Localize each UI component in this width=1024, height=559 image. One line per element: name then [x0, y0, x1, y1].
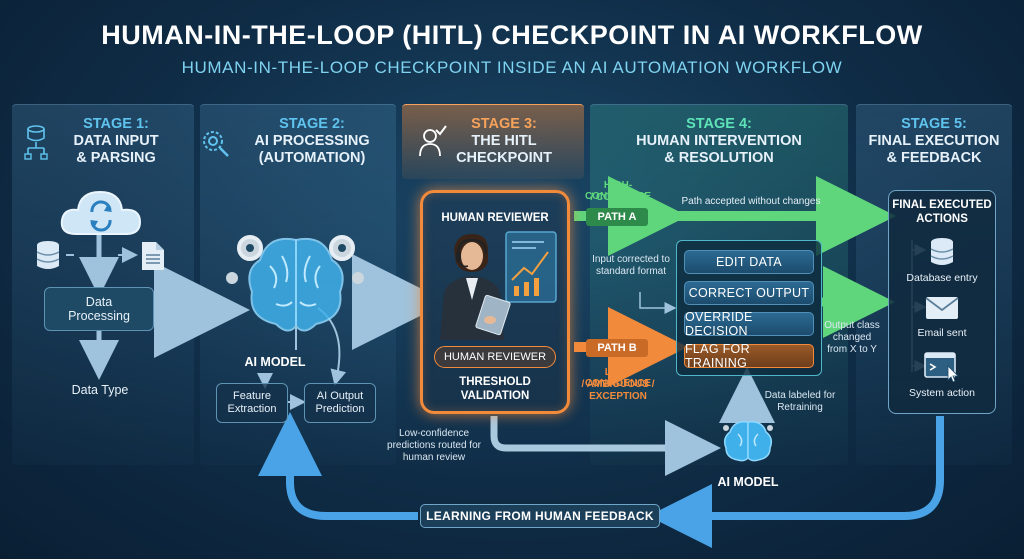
feature-extraction-label: Feature Extraction [227, 390, 277, 415]
database-entry-label: Database entry [906, 272, 978, 284]
input-corrected-note: Input corrected to standard format [592, 254, 670, 277]
email-sent-label: Email sent [917, 327, 967, 339]
final-actions-title: FINAL EXECUTED ACTIONS [892, 199, 992, 225]
reviewer-bottom-badge: HUMAN REVIEWER [434, 346, 556, 368]
correct-output-button[interactable]: CORRECT OUTPUT [684, 281, 814, 305]
edit-data-label: EDIT DATA [716, 255, 782, 269]
stage-3-title-line2: CHECKPOINT [456, 150, 552, 166]
override-decision-label: OVERRIDE DECISION [685, 310, 753, 338]
system-terminal-icon [924, 352, 959, 382]
data-processing-box: Data Processing [44, 287, 154, 331]
flag-for-training-label: FLAG FOR TRAINING [685, 342, 750, 370]
cloud-sync-icon [60, 190, 142, 235]
high-confidence-label-1: HIGH-CONFIDENCE [584, 180, 652, 202]
stage-5-title-line2: & FEEDBACK [886, 150, 982, 166]
learning-feedback-label: LEARNING FROM HUMAN FEEDBACK [426, 509, 654, 523]
reviewer-bottom-label: HUMAN REVIEWER [443, 351, 547, 363]
low-confidence-label-2: / AMBIGUOUS / [581, 379, 655, 390]
path-b-badge: PATH B [586, 339, 648, 357]
stage-4-header: STAGE 4: HUMAN INTERVENTION & RESOLUTION [590, 116, 848, 167]
page-subtitle: HUMAN-IN-THE-LOOP CHECKPOINT INSIDE AN A… [181, 58, 843, 77]
data-processing-label: Data Processing [68, 295, 130, 323]
threshold-label-2: VALIDATION [460, 390, 530, 402]
low-confidence-label-1: LOW-CONFIDENCE [584, 367, 652, 389]
threshold-label-1: THRESHOLD [459, 376, 531, 388]
gear-search-icon [203, 131, 229, 157]
page-title: HUMAN-IN-THE-LOOP (HITL) CHECKPOINT IN A… [101, 20, 923, 50]
stage-4-number: STAGE 4: [686, 116, 752, 132]
stage-4-title-line2: & RESOLUTION [664, 150, 774, 166]
stage-1-header: STAGE 1: DATA INPUT & PARSING [14, 116, 192, 167]
override-decision-button[interactable]: OVERRIDE DECISION [684, 310, 814, 338]
stage-4-title-line1: HUMAN INTERVENTION [636, 133, 802, 149]
stage-1-title-line1: DATA INPUT [73, 133, 159, 149]
stage-2-title-line1: AI PROCESSING [254, 133, 370, 149]
email-icon [925, 297, 959, 319]
arrow-feedback-to-model [258, 412, 418, 520]
data-type-label: Data Type [71, 383, 129, 397]
output-changed-note: Output class changed from X to Y [824, 320, 880, 355]
correct-output-label: CORRECT OUTPUT [688, 286, 810, 300]
ai-model-label: AI MODEL [244, 355, 306, 369]
database-entry-icon [930, 238, 954, 265]
human-reviewer-illustration [440, 231, 557, 340]
low-confidence-label-3: EXCEPTION [589, 391, 647, 402]
stage-5-number: STAGE 5: [901, 116, 967, 132]
stage-2-header: STAGE 2: AI PROCESSING (AUTOMATION) [200, 116, 396, 167]
stage-5-title-line1: FINAL EXECUTION [868, 133, 1000, 149]
path-a-badge: PATH A [586, 208, 648, 226]
arrow-input-corrected [639, 292, 677, 314]
stage-1-number: STAGE 1: [83, 116, 149, 132]
ai-output-prediction-label: AI Output Prediction [315, 390, 365, 415]
stage-2-number: STAGE 2: [279, 116, 345, 132]
stage-3-title-line1: THE HITL [471, 133, 537, 149]
stage-1-title-line2: & PARSING [76, 150, 156, 166]
arrow-feedback-return [648, 416, 944, 548]
reviewer-top-label: HUMAN REVIEWER [441, 212, 549, 224]
brain-gears-icon [226, 235, 364, 350]
database-icon [36, 241, 60, 269]
feature-extraction-box: Feature Extraction [216, 383, 288, 423]
data-labeled-note: Data labeled for Retraining [764, 390, 836, 413]
high-confidence-label-2: / CORRECT [590, 192, 646, 203]
low-confidence-route-note: Low-confidence predictions routed for hu… [387, 428, 481, 463]
learning-feedback-banner: LEARNING FROM HUMAN FEEDBACK [420, 504, 660, 528]
ai-output-prediction-box: AI Output Prediction [304, 383, 376, 423]
document-icon [142, 242, 164, 270]
database-tree-icon [24, 125, 48, 160]
path-accepted-note: Path accepted without changes [681, 196, 821, 207]
flag-for-training-button[interactable]: FLAG FOR TRAINING [684, 342, 814, 370]
edit-data-button[interactable]: EDIT DATA [684, 250, 814, 274]
retrain-ai-model-label: AI MODEL [717, 475, 779, 489]
stage-3-header: STAGE 3: THE HITL CHECKPOINT [402, 116, 584, 167]
path-b-label: PATH B [597, 342, 637, 354]
brain-icon [723, 420, 773, 462]
path-a-label: PATH A [597, 211, 637, 223]
system-action-label: System action [909, 387, 975, 399]
arrow-low-confidence-route [490, 416, 721, 476]
stage-5-header: STAGE 5: FINAL EXECUTION & FEEDBACK [856, 116, 1012, 167]
reviewer-check-icon [419, 125, 447, 157]
stage-2-title-line2: (AUTOMATION) [258, 150, 366, 166]
stage-3-number: STAGE 3: [471, 116, 537, 132]
